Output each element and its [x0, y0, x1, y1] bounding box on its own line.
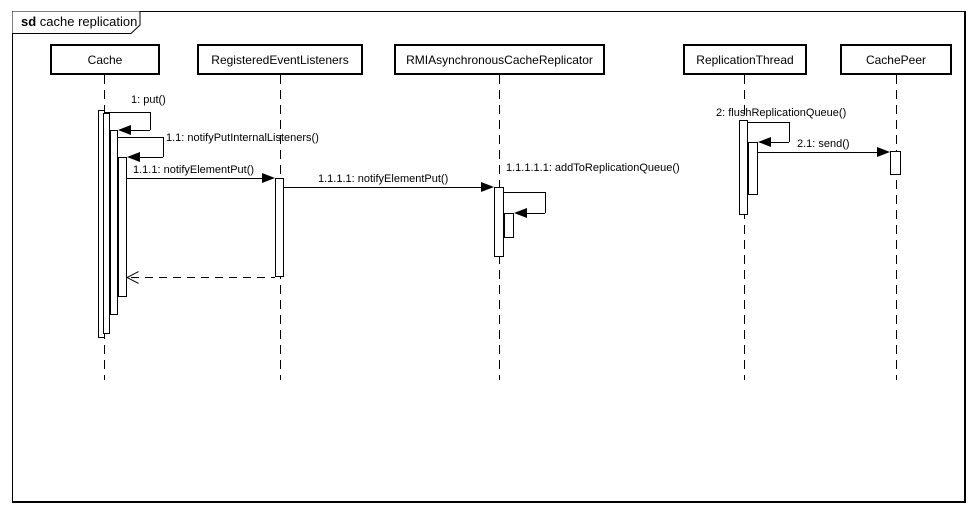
lifeline-name: ReplicationThread: [696, 52, 794, 67]
arrowhead-icon: [127, 152, 140, 162]
message-line-notify-put-internal-listeners: [163, 137, 164, 157]
message-label-notify-element-put: 1.1.1: notifyElementPut(): [133, 164, 255, 176]
message-label-put: 1: put(): [131, 94, 166, 106]
message-line-add-to-replication-queue: [545, 192, 546, 213]
return-message-line: [131, 277, 275, 278]
arrowhead-icon: [514, 208, 527, 218]
message-label-send: 2.1: send(): [797, 138, 850, 150]
lifeline-name: RMIAsynchronousCacheReplicator: [406, 52, 593, 67]
message-label-flush-replication-queue: 2: flushReplicationQueue(): [716, 107, 847, 119]
message-line-notify-element-put: [127, 178, 263, 179]
lifeline-name: RegisteredEventListeners: [211, 52, 349, 67]
message-line-add-to-replication-queue: [526, 213, 545, 214]
message-line-notify-put-internal-listeners: [118, 137, 163, 138]
lifeline-name: CachePeer: [865, 52, 927, 67]
lifeline-head-cache: Cache: [50, 44, 160, 75]
lifeline-head-replication-thread: ReplicationThread: [683, 44, 807, 75]
message-line-send: [758, 152, 879, 153]
message-label-add-to-replication-queue: 1.1.1.1.1: addToReplicationQueue(): [506, 162, 680, 174]
lifeline-head-registered-event-listeners: RegisteredEventListeners: [197, 44, 363, 75]
arrowhead-icon: [758, 137, 771, 147]
diagram-frame: [12, 11, 966, 503]
frame-title-tag: [11, 10, 141, 34]
message-line-flush-replication-queue: [770, 142, 789, 143]
activation-bar-registered-event-listeners: [275, 178, 284, 277]
arrowhead-icon: [877, 147, 890, 157]
message-line-put: [150, 112, 151, 130]
message-line-flush-replication-queue: [789, 122, 790, 142]
arrowhead-icon: [118, 125, 131, 135]
lifeline-head-cache-peer: CachePeer: [840, 44, 952, 75]
arrowhead-icon: [481, 182, 494, 192]
activation-bar-replication-thread-1: [739, 120, 748, 215]
lifeline-cache-peer: [896, 75, 897, 380]
activation-bar-cache-4: [118, 157, 127, 297]
message-line-put: [105, 112, 150, 113]
message-line-notify-put-internal-listeners: [139, 157, 163, 158]
lifeline-head-rmi-asynchronous-cache-replicator: RMIAsynchronousCacheReplicator: [394, 44, 605, 75]
activation-bar-replication-thread-2: [748, 142, 758, 195]
message-label-notify-element-put-2: 1.1.1.1: notifyElementPut(): [318, 173, 449, 185]
message-line-put: [130, 130, 150, 131]
lifeline-name: Cache: [87, 52, 123, 67]
message-line-notify-element-put-2: [284, 187, 482, 188]
frame-title-pentagon-icon: [11, 10, 141, 34]
message-line-flush-replication-queue: [748, 122, 789, 123]
message-label-notify-put-internal-listeners: 1.1: notifyPutInternalListeners(): [166, 132, 319, 144]
activation-bar-rmi-replicator-1: [494, 187, 504, 257]
frame-keyword: sd: [21, 14, 37, 29]
frame-title-text: cache replication: [39, 14, 138, 29]
activation-bar-cache-2: [103, 113, 110, 334]
activation-bar-cache-3: [110, 130, 118, 315]
arrowhead-icon: [262, 173, 275, 183]
activation-bar-rmi-replicator-2: [504, 213, 514, 238]
message-line-add-to-replication-queue: [504, 192, 545, 193]
lifeline-replication-thread: [744, 75, 745, 380]
activation-bar-cache-peer: [890, 151, 901, 175]
frame-title: sd cache replication: [21, 14, 137, 29]
